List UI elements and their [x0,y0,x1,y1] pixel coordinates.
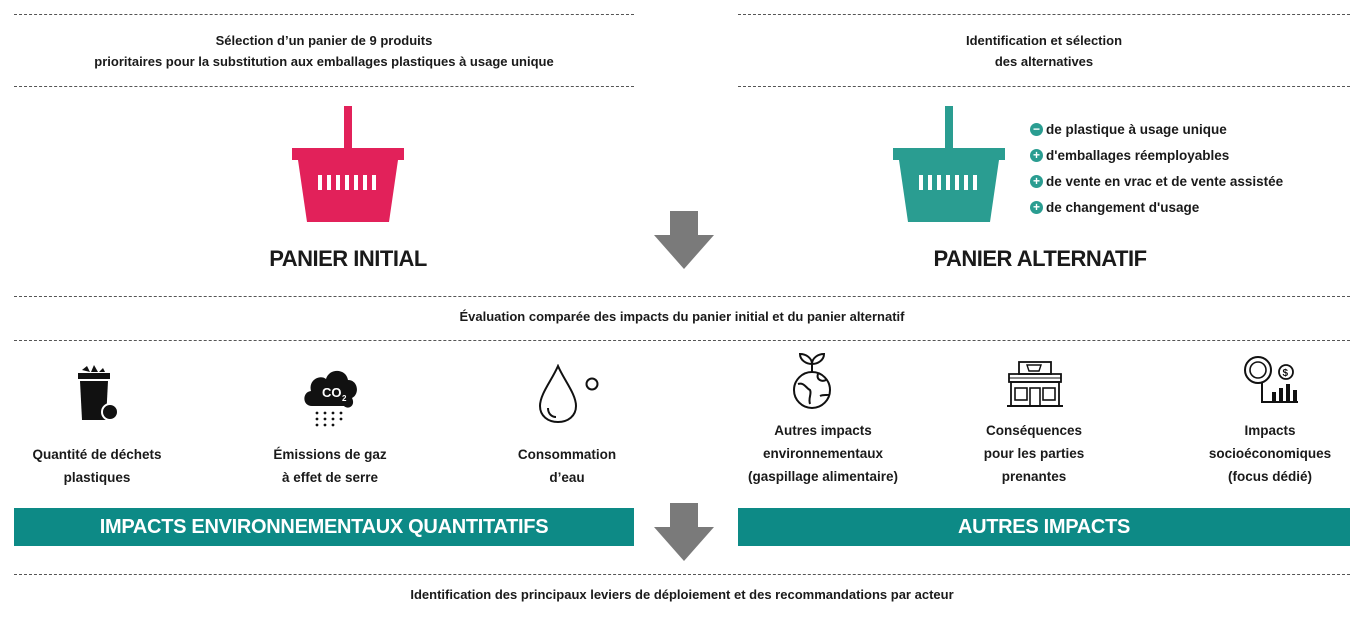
alternatives-list: − de plastique à usage unique + d'emball… [1030,116,1283,220]
impact-line: (gaspillage alimentaire) [747,469,899,484]
alternative-item: + d'emballages réemployables [1030,142,1283,168]
alternative-text: de plastique à usage unique [1046,121,1227,137]
plus-circle-icon: + [1030,148,1043,162]
socioeconomic-icon: $ [1244,356,1298,403]
alternative-text: de changement d'usage [1046,199,1200,215]
alternative-item: + de changement d'usage [1030,194,1283,220]
impact-line: Émissions de gaz [273,447,387,462]
shop-icon [1007,361,1063,407]
step1-left-line1: Sélection d’un panier de 9 produits [215,33,433,48]
minus-circle-icon: − [1030,122,1043,136]
impact-line: Consommation [517,447,617,462]
impact-label-other-env: Autres impacts environnementaux (gaspill… [733,419,913,488]
impact-line: pour les parties [983,446,1085,461]
divider-2-left [14,86,634,87]
step1-left-line2: prioritaires pour la substitution aux em… [94,54,554,69]
impact-line: Quantité de déchets [32,447,162,462]
initial-basket-label: PANIER INITIAL [269,246,427,271]
divider-top-left [14,14,634,15]
impact-label-socioeconomic: Impacts socioéconomiques (focus dédié) [1190,419,1350,488]
impact-line: Autres impacts [774,423,872,438]
impact-line: Conséquences [985,423,1083,438]
divider-5 [14,574,1350,575]
down-arrow-icon [654,503,714,561]
impact-line: d’eau [549,470,585,485]
impact-label-water: Consommation d’eau [487,443,647,489]
basket-icon [292,106,404,222]
down-arrow-icon [654,211,714,269]
co2-text: CO [322,385,342,400]
plus-circle-icon: + [1030,200,1043,214]
impact-line: prenantes [1001,469,1067,484]
alternative-item: + de vente en vrac et de vente assistée [1030,168,1283,194]
band-other-impacts: AUTRES IMPACTS [738,508,1350,546]
impact-label-ghg: Émissions de gaz à effet de serre [250,443,410,489]
alternative-item: − de plastique à usage unique [1030,116,1283,142]
water-drop-icon [538,364,599,424]
impact-line: Impacts [1244,423,1296,438]
step1-right-line2: des alternatives [994,54,1094,69]
impact-line: (focus dédié) [1227,469,1312,484]
divider-top-right [738,14,1350,15]
final-recommendation: Identification des principaux leviers de… [410,587,954,602]
alternative-text: de vente en vrac et de vente assistée [1046,173,1284,189]
plus-circle-icon: + [1030,174,1043,188]
impact-line: à effet de serre [281,470,379,485]
impact-line: plastiques [63,470,131,485]
step1-right-line1: Identification et sélection [965,33,1123,48]
alternative-text: d'emballages réemployables [1046,147,1230,163]
step1-left-header: Sélection d’un panier de 9 produits prio… [14,30,634,72]
divider-3 [14,296,1350,297]
svg-text:$: $ [1283,368,1289,379]
trash-bin-icon [78,365,119,421]
impact-label-waste: Quantité de déchets plastiques [17,443,177,489]
band-quantitative-impacts: IMPACTS ENVIRONNEMENTAUX QUANTITATIFS [14,508,634,546]
alternative-basket-label: PANIER ALTERNATIF [933,246,1147,271]
basket-icon [893,106,1005,222]
co2-cloud-icon: CO 2 [304,370,357,427]
co2-subscript: 2 [342,394,347,403]
step1-right-header: Identification et sélection des alternat… [738,30,1350,72]
evaluation-header: Évaluation comparée des impacts du panie… [459,309,905,324]
divider-2-right [738,86,1350,87]
impact-line: socioéconomiques [1208,446,1332,461]
divider-4 [14,340,1350,341]
impact-label-stakeholders: Conséquences pour les parties prenantes [954,419,1114,488]
earth-sprout-icon [793,352,831,409]
impact-line: environnementaux [762,446,884,461]
